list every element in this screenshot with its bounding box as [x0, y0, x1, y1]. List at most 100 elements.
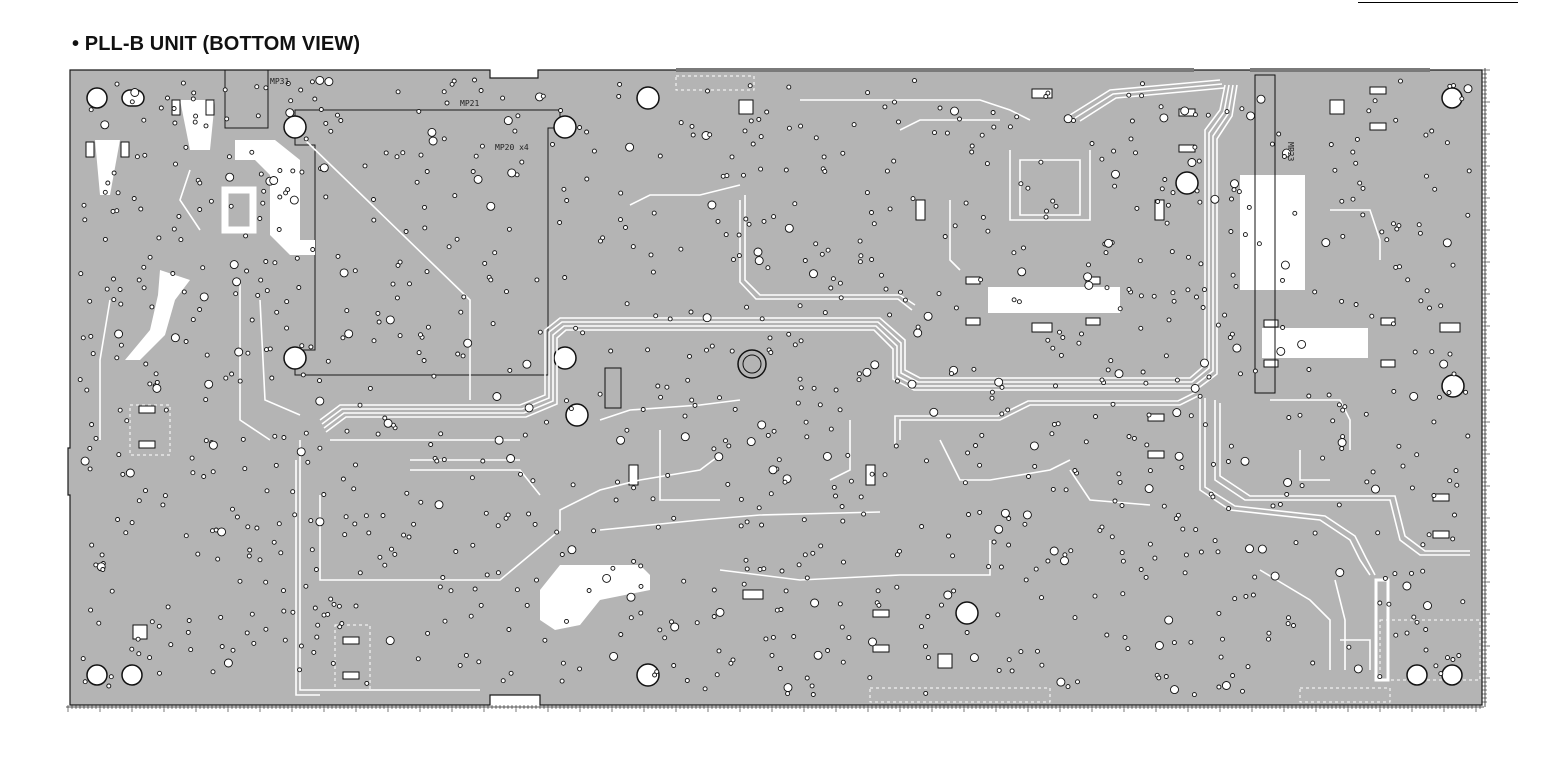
via-hole	[309, 79, 315, 85]
via-hole	[1187, 158, 1197, 167]
via-hole	[1119, 503, 1125, 508]
via-hole	[1326, 392, 1332, 398]
via-hole	[1232, 343, 1242, 353]
via-hole	[1242, 232, 1248, 238]
via-hole	[804, 675, 810, 681]
via-hole	[165, 95, 170, 101]
via-hole	[678, 246, 684, 252]
via-hole	[480, 458, 486, 464]
via-hole	[764, 109, 770, 115]
via-hole	[434, 500, 444, 510]
via-hole	[82, 679, 88, 685]
via-hole	[290, 168, 296, 174]
via-hole	[383, 150, 389, 156]
via-hole	[798, 338, 804, 344]
via-hole	[1071, 118, 1076, 124]
via-hole	[1310, 660, 1316, 666]
via-hole	[1239, 106, 1245, 112]
via-hole	[833, 387, 839, 393]
via-hole	[1409, 570, 1414, 576]
via-hole	[856, 377, 862, 383]
via-hole	[1391, 221, 1396, 227]
via-hole	[591, 528, 597, 534]
via-hole	[308, 518, 314, 524]
copper-pour-4	[1240, 175, 1305, 290]
via-hole	[618, 190, 624, 196]
via-hole	[1412, 349, 1418, 355]
via-hole	[1026, 474, 1031, 479]
via-hole	[1463, 84, 1473, 94]
via-hole	[1429, 349, 1435, 355]
via-hole	[100, 120, 110, 130]
via-hole	[732, 406, 738, 412]
signal-traces	[99, 79, 1470, 696]
via-hole	[680, 432, 690, 442]
via-hole	[729, 154, 735, 160]
via-hole	[1252, 574, 1258, 580]
via-hole	[962, 480, 968, 486]
via-hole	[837, 280, 843, 286]
via-hole	[1084, 280, 1094, 290]
via-hole	[115, 517, 121, 522]
via-hole	[711, 614, 717, 619]
via-hole	[1151, 293, 1157, 299]
via-hole	[300, 372, 306, 378]
via-hole	[600, 235, 606, 241]
via-hole	[1146, 412, 1152, 418]
via-hole	[114, 208, 120, 214]
via-hole	[694, 620, 700, 626]
via-hole	[394, 154, 400, 160]
via-hole	[294, 255, 300, 261]
via-hole	[312, 605, 318, 611]
via-hole	[78, 271, 84, 277]
via-hole	[339, 621, 345, 626]
via-hole	[258, 277, 264, 283]
via-hole	[335, 112, 340, 118]
via-hole	[149, 304, 155, 310]
via-hole	[416, 350, 422, 356]
via-hole	[840, 659, 846, 665]
via-hole	[422, 204, 427, 210]
via-hole	[1382, 575, 1388, 581]
via-hole	[1230, 673, 1236, 678]
via-hole	[438, 431, 444, 437]
via-hole	[830, 276, 836, 282]
via-hole	[618, 632, 624, 637]
top-strip-right	[1250, 68, 1430, 72]
via-hole	[1170, 685, 1179, 695]
via-hole	[315, 622, 321, 628]
via-hole	[424, 269, 430, 275]
via-hole	[479, 143, 485, 149]
via-hole	[1257, 544, 1267, 554]
via-hole	[507, 367, 513, 373]
via-hole	[658, 394, 664, 400]
via-hole	[188, 647, 194, 653]
via-hole	[858, 494, 864, 500]
via-hole	[1297, 339, 1307, 349]
via-hole	[728, 660, 734, 666]
via-hole	[442, 618, 448, 624]
via-hole	[208, 440, 218, 450]
via-hole	[452, 193, 458, 199]
via-hole	[193, 113, 199, 119]
via-hole	[281, 435, 287, 440]
via-hole	[397, 259, 403, 265]
via-hole	[353, 603, 359, 609]
via-hole	[1280, 277, 1285, 283]
via-hole	[1332, 167, 1338, 173]
via-hole	[602, 573, 612, 583]
via-hole	[757, 420, 767, 430]
top-strip-left	[676, 68, 1194, 72]
via-hole	[771, 428, 777, 434]
via-hole	[263, 259, 269, 264]
via-hole	[505, 512, 511, 518]
mp23-label: MP23	[1286, 142, 1295, 161]
via-hole	[568, 406, 574, 412]
via-hole	[1228, 443, 1234, 449]
via-hole	[380, 513, 386, 518]
via-hole	[500, 95, 506, 101]
via-hole	[1442, 238, 1452, 248]
via-hole	[1218, 654, 1224, 660]
via-hole	[470, 169, 476, 174]
